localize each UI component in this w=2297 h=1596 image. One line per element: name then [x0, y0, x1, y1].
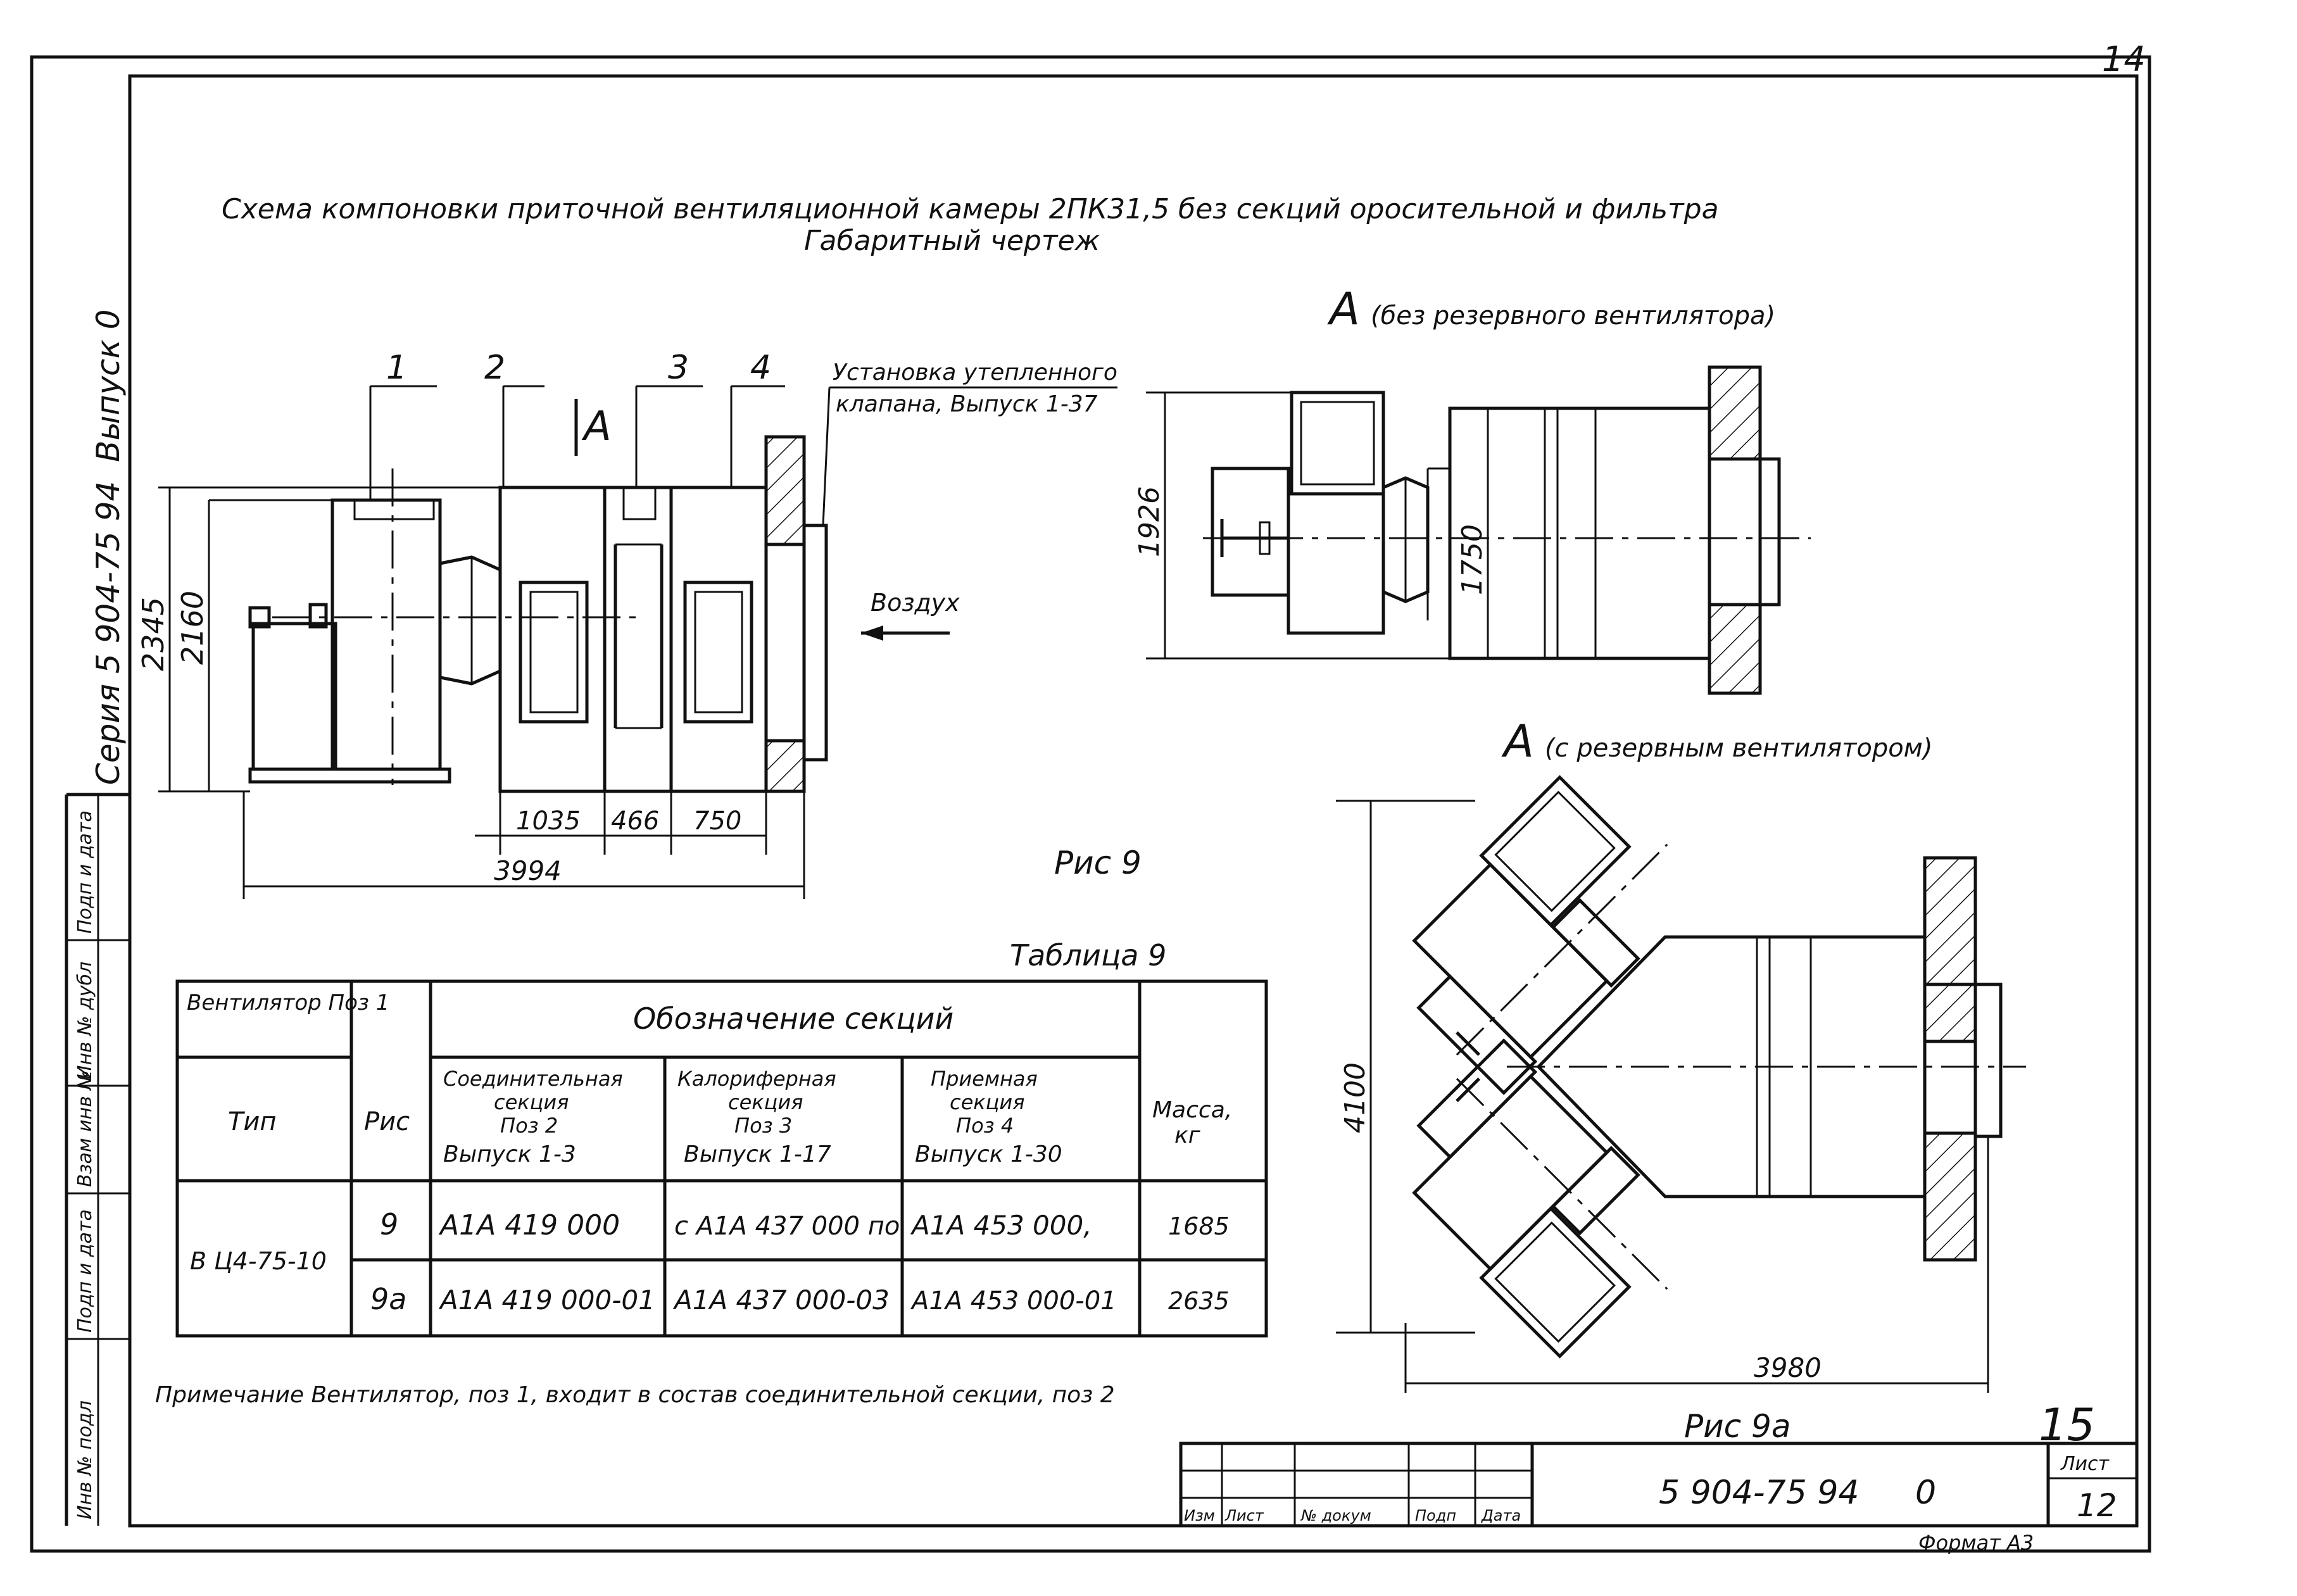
drawing-title: Схема компоновки приточной вентиляционно…: [222, 193, 1719, 225]
th-cal-4: Выпуск 1-17: [684, 1141, 831, 1167]
th-conn-4: Выпуск 1-3: [443, 1141, 576, 1167]
side-strip: Серия 5 904-75 94 Выпуск 0 Подп и дата И…: [65, 310, 130, 1526]
pos-label-2: 2: [484, 349, 505, 387]
strip-cell-3: Взам инв №: [74, 1070, 96, 1187]
dim-a2-width: 3980: [1754, 1352, 1822, 1383]
fig9-dimensions: 2345 2160 1035 466 750 3994: [136, 486, 805, 899]
cell-fig-row1: 9: [380, 1207, 398, 1241]
cell-mass-row1: 1685: [1168, 1212, 1230, 1240]
dim-width-sec3: 466: [611, 807, 659, 836]
th-fan: Вентилятор Поз 1: [187, 990, 389, 1015]
inner-frame: [128, 74, 2139, 1528]
th-fig: Рис: [364, 1107, 410, 1136]
sheet-number: 12: [2077, 1487, 2117, 1524]
strip-cell-2: Инв № дубл: [74, 962, 96, 1079]
cell-fan-type: В Ц4-75-10: [190, 1247, 327, 1275]
dim-height-body: 2160: [175, 591, 210, 665]
th-sections: Обозначение секций: [633, 1002, 953, 1036]
dim-a2-height: 4100: [1339, 1062, 1371, 1133]
th-intake-3: Поз 4: [956, 1114, 1014, 1138]
series-code: Серия 5 904-75 94: [90, 481, 127, 785]
strip-cell-5: Инв № подл: [74, 1400, 96, 1519]
damper-callout-line2: клапана, Выпуск 1-37: [836, 391, 1098, 417]
cell-cal-row1: с А1А 437 000 по: [674, 1212, 900, 1241]
th-type: Тип: [228, 1107, 277, 1136]
table-caption: Таблица 9: [1010, 938, 1166, 972]
th-mass-2: кг: [1174, 1122, 1201, 1148]
format-label: Формат А3: [1918, 1531, 2034, 1555]
cell-fig-row2: 9а: [370, 1282, 406, 1316]
th-intake-1: Приемная: [931, 1067, 1038, 1091]
th-cal-1: Калориферная: [677, 1067, 836, 1091]
pos-label-1: 1: [386, 349, 407, 387]
view-marker-a: А: [581, 403, 612, 450]
th-conn-3: Поз 2: [500, 1114, 558, 1138]
th-cal-2: секция: [728, 1090, 803, 1114]
dim-width-sec4: 750: [693, 807, 741, 836]
damper-callout-line1: Установка утепленного: [833, 360, 1117, 386]
corner-number: 14: [2102, 39, 2146, 79]
outer-frame: [30, 55, 2151, 1553]
title-block: Изм Лист № докум Подп Дата 5 904-75 94 0…: [1179, 1442, 2139, 1528]
view-a1-subtitle: (без резервного вентилятора): [1371, 301, 1775, 330]
view-a1-title: А: [1327, 283, 1360, 335]
stamp-col-4: Подп: [1415, 1507, 1456, 1524]
dim-height-total: 2345: [136, 597, 170, 671]
th-mass-1: Масса,: [1152, 1097, 1232, 1123]
dim-width-sec2: 1035: [516, 807, 581, 836]
air-label: Воздух: [871, 589, 960, 617]
view-a-no-reserve: А (без резервного вентилятора) 1926 1750: [1133, 283, 1811, 695]
doc-code: 5 904-75 94: [1659, 1474, 1860, 1512]
cell-cal-row2: А1А 437 000-03: [672, 1285, 890, 1316]
doc-issue: 0: [1915, 1474, 1936, 1512]
sheet-label: Лист: [2060, 1453, 2110, 1475]
fig9a-caption: Рис 9а: [1684, 1408, 1790, 1445]
cell-conn-row1: А1А 419 000: [438, 1209, 620, 1241]
drawing-subtitle: Габаритный чертеж: [804, 225, 1100, 257]
pos-label-3: 3: [668, 349, 689, 387]
fig9-caption: Рис 9: [1054, 845, 1142, 881]
th-conn-1: Соединительная: [443, 1067, 623, 1091]
th-conn-2: секция: [494, 1090, 569, 1114]
th-cal-3: Поз 3: [734, 1114, 792, 1138]
th-intake-2: секция: [950, 1090, 1024, 1114]
issue-label: Выпуск 0: [90, 310, 127, 462]
table-9: Таблица 9 Вентилятор Поз 1 Тип Рис Обозн…: [175, 938, 1268, 1338]
dim-width-total: 3994: [494, 855, 562, 886]
cell-mass-row2: 2635: [1168, 1287, 1230, 1315]
cell-intake-row1: А1А 453 000,: [910, 1210, 1092, 1241]
stamp-col-5: Дата: [1481, 1507, 1521, 1524]
pos-label-4: 4: [750, 349, 771, 387]
cell-conn-row2: А1А 419 000-01: [438, 1285, 655, 1316]
stamp-col-2: Лист: [1224, 1507, 1264, 1524]
strip-cell-4: Подп и дата: [74, 1209, 96, 1333]
view-a2-subtitle: (с резервным вентилятором): [1545, 734, 1932, 763]
view-a-with-reserve: А (с резервным вентилятором): [1336, 715, 2095, 1451]
strip-cell-1: Подп и дата: [74, 810, 96, 934]
cell-intake-row2: А1А 453 000-01: [910, 1286, 1117, 1316]
stamp-col-1: Изм: [1184, 1507, 1215, 1524]
fig9-side-view: 1 2 3 4 А Установка утепленного клапана,…: [248, 349, 1117, 793]
drawing-note: Примечание Вентилятор, поз 1, входит в с…: [155, 1382, 1115, 1408]
stamp-col-3: № докум: [1300, 1507, 1371, 1524]
view-a2-title: А: [1501, 715, 1534, 767]
dim-a1-height-2: 1750: [1456, 524, 1488, 595]
th-intake-4: Выпуск 1-30: [915, 1141, 1062, 1167]
dim-a1-height-1: 1926: [1133, 486, 1166, 557]
